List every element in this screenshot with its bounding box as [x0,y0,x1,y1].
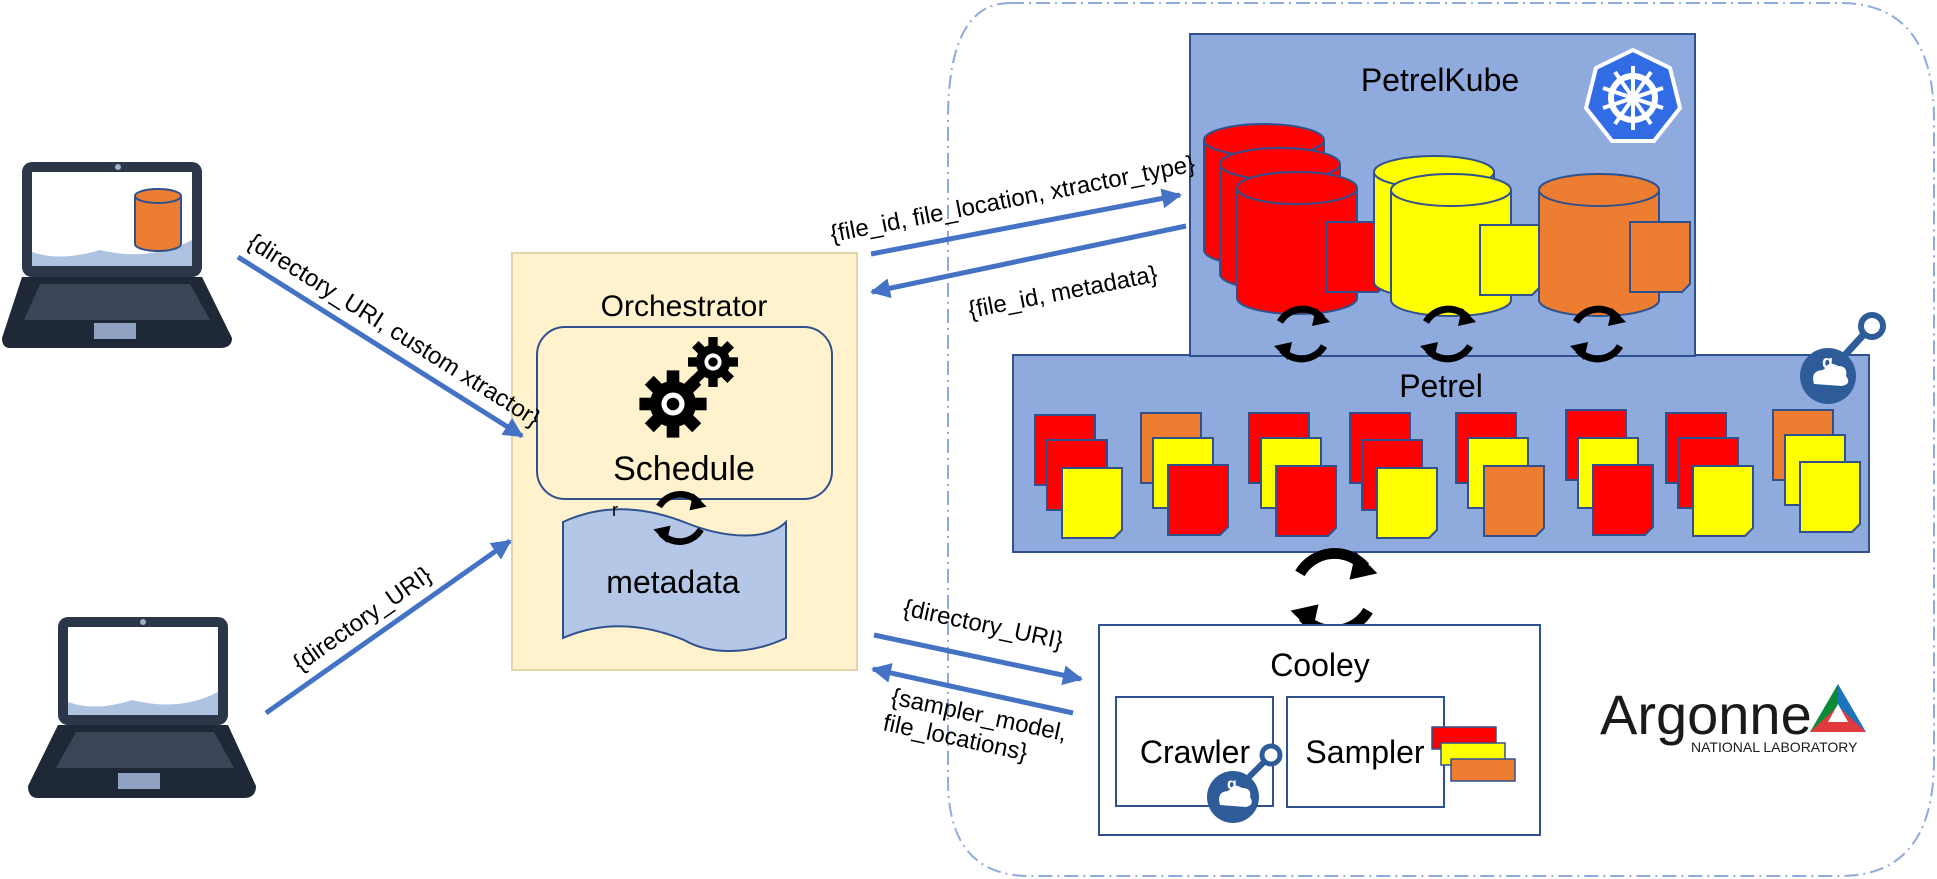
arrow-orchestrator-to-cooley [873,632,1083,686]
arrow-cooley-to-orchestrator [871,663,1074,716]
petrelkube-title: PetrelKube [1361,62,1519,98]
arrow-laptop2-to-orchestrator [264,538,512,716]
argonne-wordmark: Argonne [1600,683,1812,746]
metadata-document [562,508,787,652]
globus-icon: g [1800,312,1886,404]
arrow-orchestrator-to-petrelkube [870,188,1182,257]
sampler-label: Sampler [1305,734,1425,770]
argonne-logo-icon [1810,684,1866,732]
document-icon [1479,224,1541,296]
kubernetes-icon [1583,47,1683,143]
globus-icon: g [1207,743,1283,823]
schedule-label: Schedule [613,450,755,488]
argonne-subtitle: NATIONAL LABORATORY [1691,739,1858,755]
stray-mark: r [612,500,618,520]
crawler-label: Crawler [1140,734,1251,770]
arrow-laptop1-to-orchestrator [236,254,524,439]
arrow-label-laptop1: {directory_URI, custom xtractor} [243,228,545,432]
laptop-icon [28,617,256,798]
cooley-title: Cooley [1270,647,1370,683]
database-icon [134,188,182,252]
arrow-label-laptop2: {directory_URI} [288,561,437,676]
refresh-icon [1291,552,1378,633]
petrel-title: Petrel [1399,368,1483,404]
svg-text:g: g [1227,776,1237,793]
svg-text:g: g [1822,352,1833,372]
sampler-box [1286,696,1445,808]
arrow-petrelkube-to-orchestrator [870,223,1187,299]
orchestrator-title: Orchestrator [601,290,768,323]
file-stack [1431,726,1516,782]
laptop-icon [2,162,232,348]
metadata-label: metadata [606,564,740,600]
document-icon [1629,221,1691,293]
arrow-label-kube-to-orch: {file_id, metadata} [966,261,1160,324]
